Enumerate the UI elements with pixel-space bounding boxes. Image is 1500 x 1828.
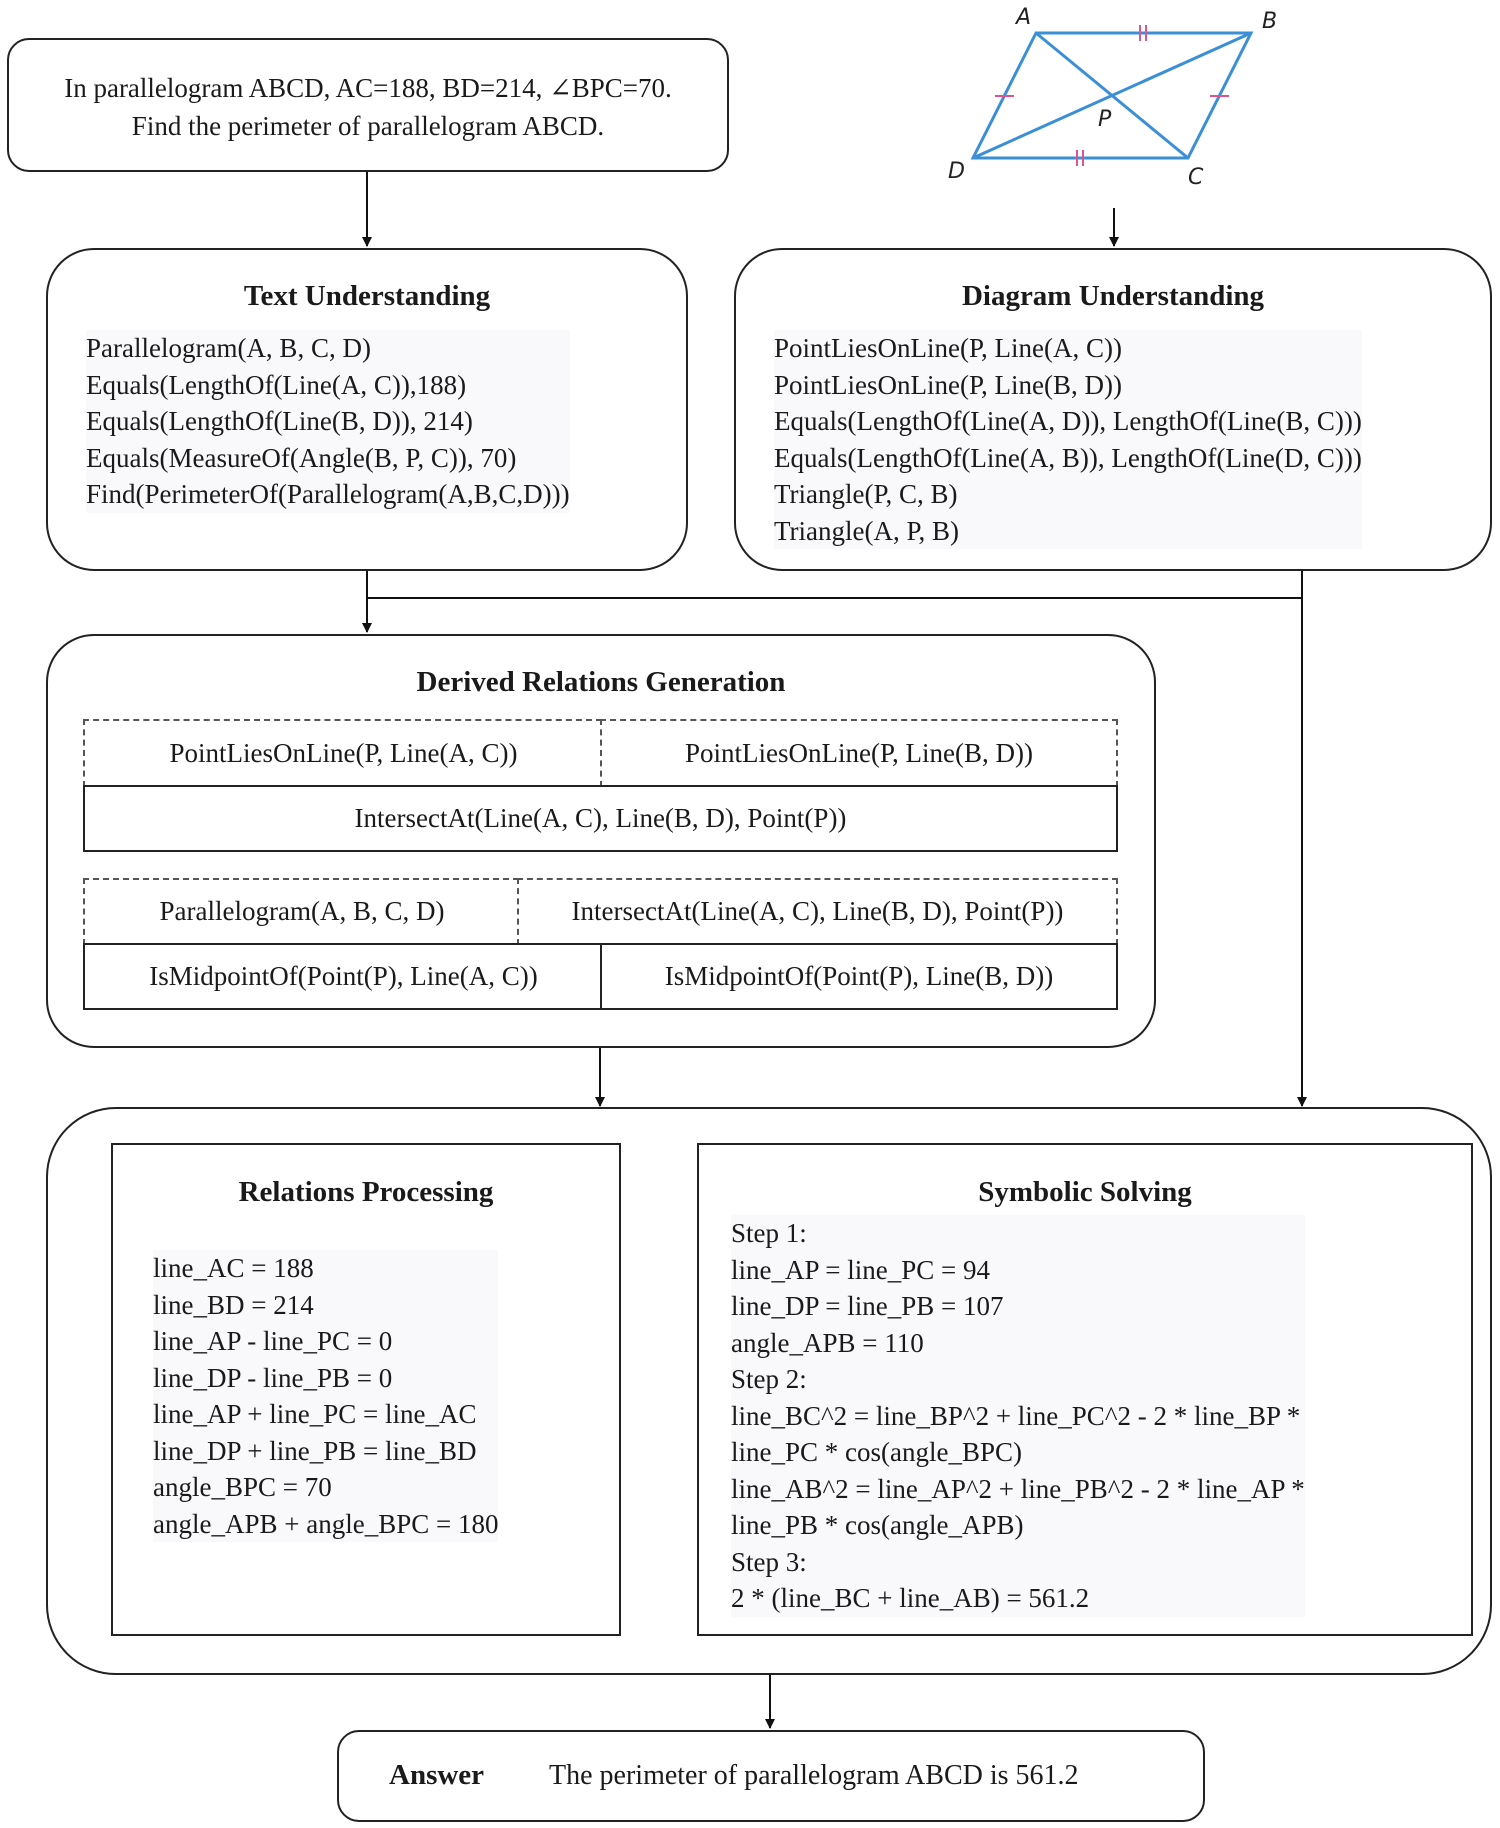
- answer-text: The perimeter of parallelogram ABCD is 5…: [549, 1760, 1079, 1791]
- relations-processing-title: Relations Processing: [238, 1176, 494, 1208]
- question-line-1: In parallelogram ABCD, AC=188, BD=214, ∠…: [64, 73, 672, 103]
- point-label-b: B: [1262, 9, 1277, 34]
- symbolic-solving-line: angle_APB = 110: [731, 1324, 1305, 1361]
- relations-processing-line: line_AP - line_PC = 0: [153, 1323, 499, 1360]
- symbolic-solving-line: Step 1:: [731, 1215, 1305, 1252]
- point-label-d: D: [948, 159, 965, 184]
- text-understanding-line: Equals(LengthOf(Line(A, C)),188): [86, 366, 570, 403]
- derived-premise-left-2: Parallelogram(A, B, C, D): [83, 878, 519, 945]
- answer-box: Answer The perimeter of parallelogram AB…: [337, 1730, 1205, 1822]
- point-label-c: C: [1188, 165, 1204, 190]
- symbolic-solving-line: line_PC * cos(angle_BPC): [731, 1434, 1305, 1471]
- relations-processing-line: line_AC = 188: [153, 1250, 499, 1287]
- question-box: In parallelogram ABCD, AC=188, BD=214, ∠…: [7, 38, 729, 172]
- symbolic-solving-line: line_BC^2 = line_BP^2 + line_PC^2 - 2 * …: [731, 1397, 1305, 1434]
- relations-processing-line: line_AP + line_PC = line_AC: [153, 1396, 499, 1433]
- symbolic-solving-line: Step 3:: [731, 1543, 1305, 1580]
- diagram-understanding-line: Equals(LengthOf(Line(A, D)), LengthOf(Li…: [774, 403, 1362, 440]
- point-label-p: P: [1098, 107, 1112, 132]
- derived-relations-title: Derived Relations Generation: [416, 666, 786, 698]
- diagram-understanding-box: Diagram Understanding PointLiesOnLine(P,…: [734, 248, 1492, 571]
- symbolic-solving-line: Step 2:: [731, 1361, 1305, 1398]
- symbolic-solving-line: line_DP = line_PB = 107: [731, 1288, 1305, 1325]
- relations-processing-line: angle_BPC = 70: [153, 1469, 499, 1506]
- symbolic-solving-line: line_AB^2 = line_AP^2 + line_PB^2 - 2 * …: [731, 1470, 1305, 1507]
- derived-premise-right-2: IntersectAt(Line(A, C), Line(B, D), Poin…: [517, 878, 1118, 945]
- question-line-2: Find the perimeter of parallelogram ABCD…: [131, 111, 605, 141]
- relations-processing-line: line_DP + line_PB = line_BD: [153, 1432, 499, 1469]
- derived-result-2-left: IsMidpointOf(Point(P), Line(A, C)): [83, 943, 602, 1010]
- text-understanding-line: Parallelogram(A, B, C, D): [86, 330, 570, 367]
- relations-processing-line: line_DP - line_PB = 0: [153, 1359, 499, 1396]
- symbolic-solving-line: 2 * (line_BC + line_AB) = 561.2: [731, 1580, 1305, 1617]
- diagram-understanding-lines: PointLiesOnLine(P, Line(A, C))PointLiesO…: [774, 330, 1362, 549]
- answer-label: Answer: [389, 1759, 485, 1791]
- diagram-understanding-line: PointLiesOnLine(P, Line(B, D)): [774, 366, 1362, 403]
- diagram-understanding-line: Triangle(A, P, B): [774, 512, 1362, 549]
- diagonal-bd: [972, 31, 1252, 160]
- symbolic-solving-line: line_PB * cos(angle_APB): [731, 1507, 1305, 1544]
- text-understanding-line: Equals(LengthOf(Line(B, D)), 214): [86, 403, 570, 440]
- relations-processing-line: angle_APB + angle_BPC = 180: [153, 1505, 499, 1542]
- derived-premise-right-1: PointLiesOnLine(P, Line(B, D)): [600, 719, 1118, 787]
- derived-result-1: IntersectAt(Line(A, C), Line(B, D), Poin…: [83, 785, 1118, 852]
- derived-premise-left-1: PointLiesOnLine(P, Line(A, C)): [83, 719, 602, 787]
- relations-processing-line: line_BD = 214: [153, 1286, 499, 1323]
- derived-result-2-right: IsMidpointOf(Point(P), Line(B, D)): [600, 943, 1118, 1010]
- parallelogram-figure: A B C D P: [948, 5, 1277, 190]
- point-label-a: A: [1014, 5, 1031, 30]
- diagram-understanding-line: PointLiesOnLine(P, Line(A, C)): [774, 330, 1362, 367]
- text-understanding-box: Text Understanding Parallelogram(A, B, C…: [46, 248, 688, 571]
- text-understanding-line: Find(PerimeterOf(Parallelogram(A,B,C,D))…: [86, 476, 570, 513]
- symbolic-solving-box: Symbolic Solving Step 1:line_AP = line_P…: [697, 1143, 1473, 1636]
- text-understanding-line: Equals(MeasureOf(Angle(B, P, C)), 70): [86, 439, 570, 476]
- diagram-understanding-line: Triangle(P, C, B): [774, 476, 1362, 513]
- symbolic-solving-title: Symbolic Solving: [978, 1176, 1192, 1208]
- diagram-understanding-title: Diagram Understanding: [961, 280, 1265, 312]
- text-understanding-lines: Parallelogram(A, B, C, D)Equals(LengthOf…: [86, 330, 570, 513]
- symbolic-solving-line: line_AP = line_PC = 94: [731, 1251, 1305, 1288]
- diagram-understanding-line: Equals(LengthOf(Line(A, B)), LengthOf(Li…: [774, 439, 1362, 476]
- text-understanding-title: Text Understanding: [243, 280, 491, 312]
